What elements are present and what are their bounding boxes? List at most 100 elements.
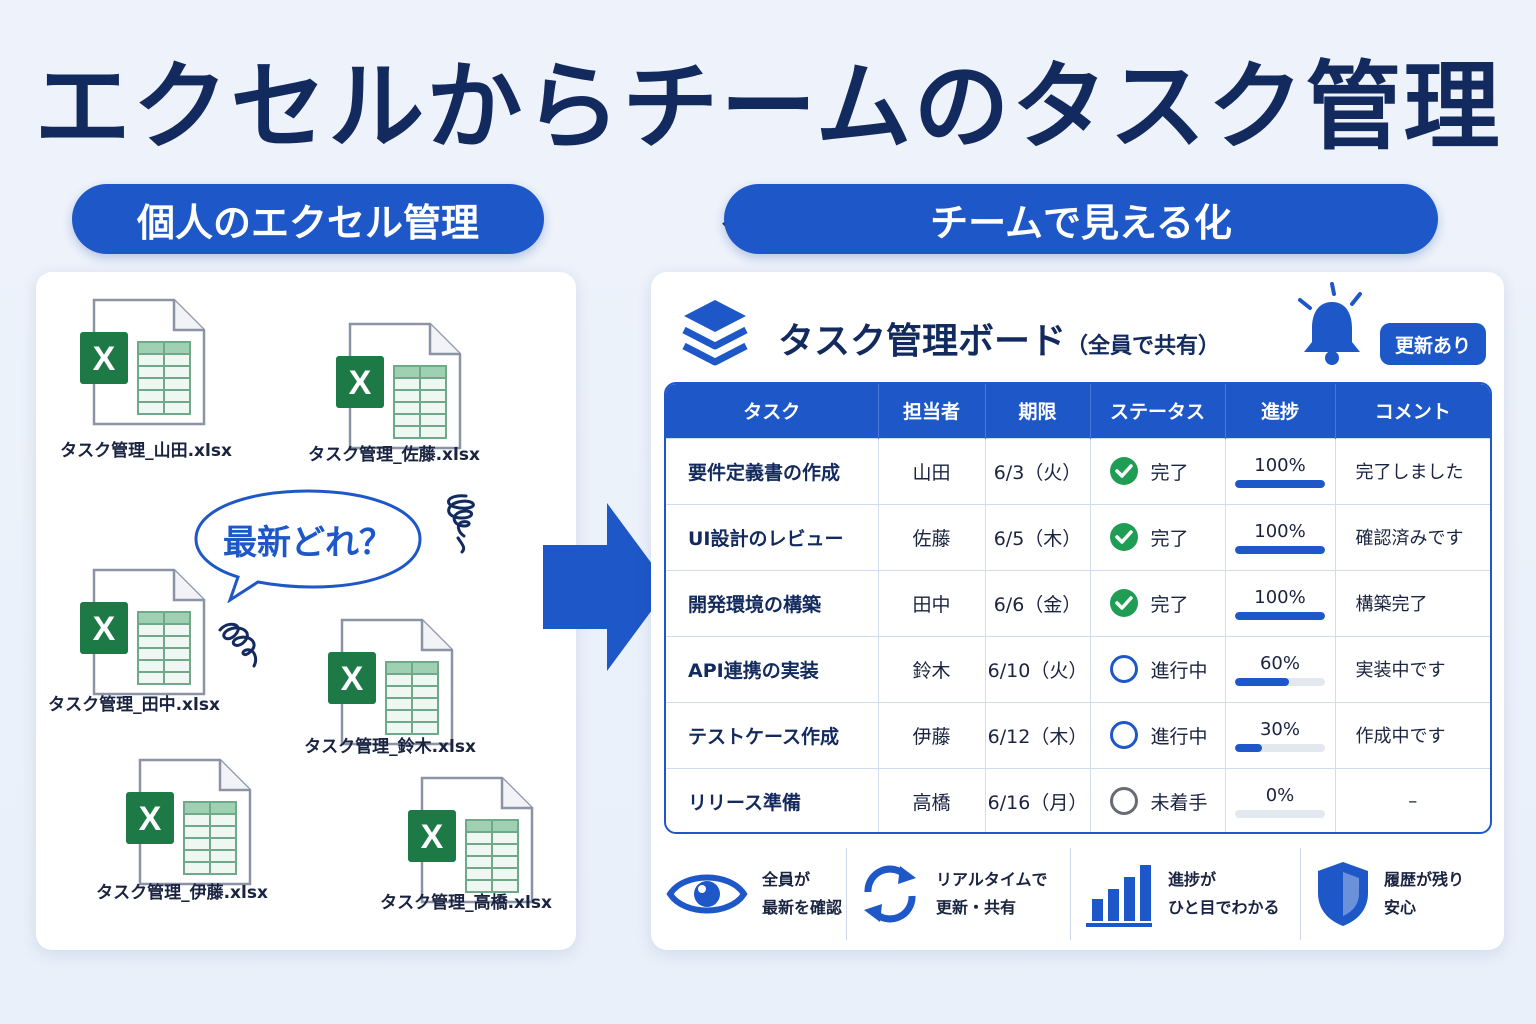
task-name: テストケース作成	[666, 701, 879, 768]
progress-value: 100%	[1254, 454, 1306, 476]
excel-file-icon: X	[80, 298, 206, 426]
progress-bar-fill	[1235, 545, 1325, 554]
feature-item: 進捗が ひと目でわかる	[1084, 852, 1280, 936]
excel-file-icon: X	[80, 568, 206, 696]
task-owner: 伊藤	[878, 701, 986, 768]
divider	[1300, 848, 1301, 940]
progress-bar-fill	[1235, 611, 1325, 620]
file-name: タスク管理_伊藤.xlsx	[96, 883, 268, 903]
task-owner: 高橋	[878, 767, 986, 832]
excel-file[interactable]: X	[304, 618, 524, 788]
excel-file[interactable]: X	[312, 322, 532, 492]
task-owner: 佐藤	[878, 503, 986, 570]
progress-bar	[1235, 677, 1325, 686]
left-heading: 個人のエクセル管理	[72, 184, 544, 254]
progress-bar	[1235, 479, 1325, 488]
excel-file-icon: X	[408, 776, 534, 904]
progress-bar	[1235, 743, 1325, 752]
status-label: 完了	[1150, 461, 1189, 484]
task-status: 完了	[1090, 569, 1226, 636]
divider	[846, 848, 847, 940]
check-circle-icon	[1109, 523, 1138, 551]
table-header-row: タスク 担当者 期限 ステータス 進捗 コメント	[666, 384, 1490, 438]
feature-text: 進捗が ひと目でわかる	[1168, 870, 1280, 917]
feature-text: リアルタイムで 更新・共有	[936, 870, 1048, 917]
excel-file-icon: X	[328, 618, 454, 746]
task-status: 未着手	[1090, 767, 1226, 832]
speech-bubble	[194, 489, 422, 603]
update-badge[interactable]: 更新あり	[1380, 323, 1486, 365]
task-name: API連携の実装	[666, 635, 879, 702]
layers-icon	[682, 300, 748, 366]
excel-file[interactable]: X	[56, 568, 276, 738]
excel-file-icon: X	[126, 758, 252, 886]
task-owner: 鈴木	[878, 635, 986, 702]
file-name: タスク管理_高橋.xlsx	[380, 893, 552, 913]
file-name: タスク管理_佐藤.xlsx	[308, 445, 480, 465]
task-progress: 30%	[1225, 701, 1336, 768]
progress-value: 100%	[1254, 586, 1306, 608]
task-due: 6/5（木）	[985, 503, 1091, 570]
task-name: 開発環境の構築	[666, 569, 879, 636]
arrow-right-icon	[543, 503, 669, 671]
excel-logo-letter: X	[349, 364, 372, 402]
task-owner: 山田	[878, 437, 986, 504]
board-subtitle: （全員で共有）	[1066, 334, 1221, 359]
task-progress: 100%	[1225, 437, 1336, 504]
task-comment: 完了しました	[1335, 437, 1490, 504]
scribble-icon	[447, 494, 475, 554]
feature-item: リアルタイムで 更新・共有	[858, 852, 1048, 936]
sync-icon	[864, 865, 916, 923]
task-status: 完了	[1090, 503, 1226, 570]
task-status: 進行中	[1090, 701, 1226, 768]
progress-circle-icon	[1109, 721, 1138, 749]
excel-file[interactable]: X	[56, 298, 276, 468]
column-header[interactable]: タスク	[666, 384, 879, 438]
progress-bar	[1235, 545, 1325, 554]
excel-logo-letter: X	[139, 800, 162, 838]
column-header[interactable]: 進捗	[1225, 384, 1336, 438]
file-name: タスク管理_鈴木.xlsx	[304, 737, 476, 757]
excel-logo-letter: X	[93, 610, 116, 648]
board-title-text: タスク管理ボード	[778, 321, 1067, 362]
task-due: 6/3（火）	[985, 437, 1091, 504]
task-comment: 確認済みです	[1335, 503, 1490, 570]
task-status: 完了	[1090, 437, 1226, 504]
task-comment: –	[1335, 767, 1490, 832]
progress-bar-fill	[1235, 479, 1325, 488]
progress-value: 60%	[1259, 652, 1300, 674]
task-name: UI設計のレビュー	[666, 503, 879, 570]
right-heading: チームで見える化	[724, 184, 1438, 254]
excel-logo-letter: X	[341, 660, 364, 698]
column-header[interactable]: コメント	[1335, 384, 1490, 438]
progress-value: 30%	[1259, 718, 1300, 740]
column-header[interactable]: 担当者	[878, 384, 986, 438]
task-comment: 作成中です	[1335, 701, 1490, 768]
column-header[interactable]: 期限	[985, 384, 1091, 438]
check-circle-icon	[1109, 589, 1138, 617]
file-name: タスク管理_田中.xlsx	[48, 695, 220, 715]
status-label: 未着手	[1150, 791, 1208, 814]
progress-bar-fill	[1235, 743, 1262, 752]
feature-text: 履歴が残り 安心	[1384, 870, 1465, 917]
progress-bar	[1235, 809, 1325, 818]
divider	[1070, 848, 1071, 940]
excel-logo-letter: X	[93, 340, 116, 378]
excel-file[interactable]: X	[102, 758, 322, 928]
column-header[interactable]: ステータス	[1090, 384, 1226, 438]
progress-value: 0%	[1265, 784, 1295, 806]
task-progress: 100%	[1225, 569, 1336, 636]
status-label: 完了	[1150, 527, 1189, 550]
task-progress: 100%	[1225, 503, 1336, 570]
check-circle-icon	[1109, 457, 1138, 485]
excel-file[interactable]: X	[384, 776, 604, 946]
task-due: 6/6（金）	[985, 569, 1091, 636]
